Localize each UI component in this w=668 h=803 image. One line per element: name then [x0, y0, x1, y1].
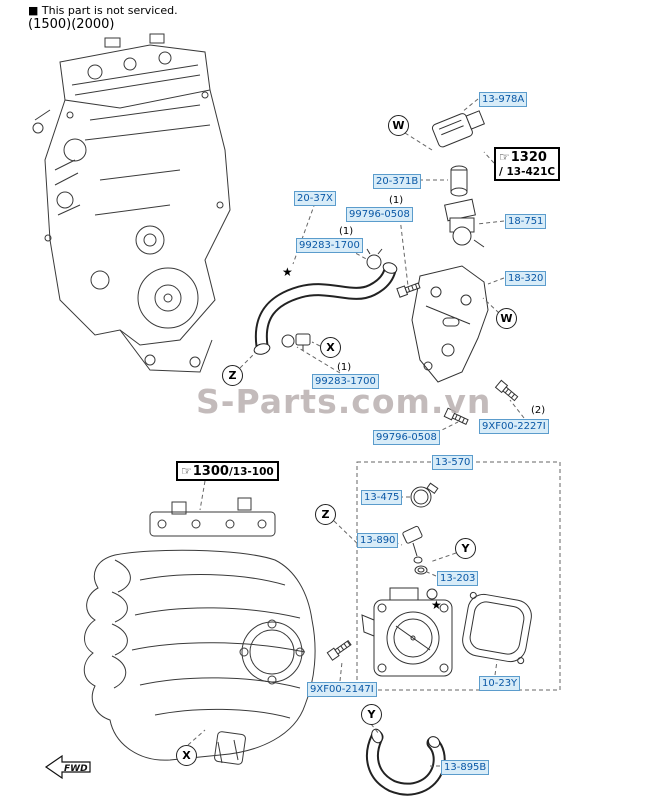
ref-1300-sub: /13-100 — [228, 466, 274, 478]
part-label-20-37X[interactable]: 20-37X — [294, 191, 336, 206]
part-label-13-895B[interactable]: 13-895B — [441, 760, 490, 775]
callout-W-1: W — [388, 115, 409, 136]
hose-13-895B-drawing — [366, 728, 446, 796]
clamp-13-475-drawing — [410, 482, 439, 508]
gasket-10-23Y-drawing — [462, 591, 532, 665]
hose-20-37X-drawing — [253, 262, 398, 355]
fwd-label: FWD — [64, 764, 88, 774]
qty-label-3: (1) — [337, 362, 352, 373]
bolt-drawings — [326, 282, 519, 661]
part-label-20-371B[interactable]: 20-371B — [373, 174, 422, 189]
callout-W-2: W — [496, 308, 517, 329]
part-label-99283-1700-top[interactable]: 99283-1700 — [296, 238, 363, 253]
star-marker-1: ★ — [282, 265, 293, 279]
part-label-9XF00-2227I[interactable]: 9XF00-2227I — [479, 419, 549, 434]
clamp-and-plug-drawing — [281, 248, 383, 351]
sensor-13-890-drawing — [402, 525, 423, 564]
valve-20-371B-drawing — [450, 165, 468, 197]
part-label-9XF00-2147I[interactable]: 9XF00-2147I — [307, 682, 377, 697]
hand-icon: ☞ — [181, 464, 192, 478]
intake-manifold-drawing — [83, 497, 316, 765]
engine-codes: (1500)(2000) — [28, 17, 115, 32]
ref-1320-sub: / 13-421C — [499, 166, 556, 178]
callout-Y-1: Y — [455, 538, 476, 559]
fwd-arrow: FWD — [44, 754, 91, 780]
part-label-13-203[interactable]: 13-203 — [437, 571, 479, 586]
engine-drawing — [32, 33, 231, 373]
callout-Z-2: Z — [315, 504, 336, 525]
part-label-13-978A[interactable]: 13-978A — [479, 92, 528, 107]
part-label-99796-0508-bottom[interactable]: 99796-0508 — [373, 430, 440, 445]
callout-X-2: X — [176, 745, 197, 766]
throttle-body-drawing — [361, 587, 453, 677]
star-marker-2: ★ — [431, 598, 442, 612]
part-label-18-751[interactable]: 18-751 — [505, 214, 547, 229]
part-label-99283-1700-bottom[interactable]: 99283-1700 — [312, 374, 379, 389]
qty-label-2: (1) — [339, 226, 354, 237]
ref-box-1300[interactable]: ☞1300/13-100 — [176, 461, 279, 481]
ref-box-1320[interactable]: ☞1320 / 13-421C — [494, 147, 561, 181]
callout-Y-2: Y — [361, 704, 382, 725]
bracket-18-320-drawing — [411, 265, 489, 383]
qty-label-1: (1) — [389, 195, 404, 206]
part-label-99796-0508-top[interactable]: 99796-0508 — [346, 207, 413, 222]
valve-18-751-drawing — [444, 198, 485, 248]
part-label-10-23Y[interactable]: 10-23Y — [479, 676, 521, 691]
part-label-18-320[interactable]: 18-320 — [505, 271, 547, 286]
part-label-13-475[interactable]: 13-475 — [361, 490, 403, 505]
qty-label-4: (2) — [531, 405, 546, 416]
callout-X-1: X — [320, 337, 341, 358]
ref-1320-number: 1320 — [510, 150, 547, 165]
not-serviced-note: ■ This part is not serviced. — [28, 4, 178, 17]
sensor-13-978A-drawing — [431, 110, 486, 148]
part-label-13-570[interactable]: 13-570 — [432, 455, 474, 470]
ref-1300-number: 1300 — [192, 464, 229, 479]
hand-icon: ☞ — [499, 150, 510, 164]
oring-13-203-drawing — [414, 565, 428, 575]
part-label-13-890[interactable]: 13-890 — [357, 533, 399, 548]
callout-Z-1: Z — [222, 365, 243, 386]
